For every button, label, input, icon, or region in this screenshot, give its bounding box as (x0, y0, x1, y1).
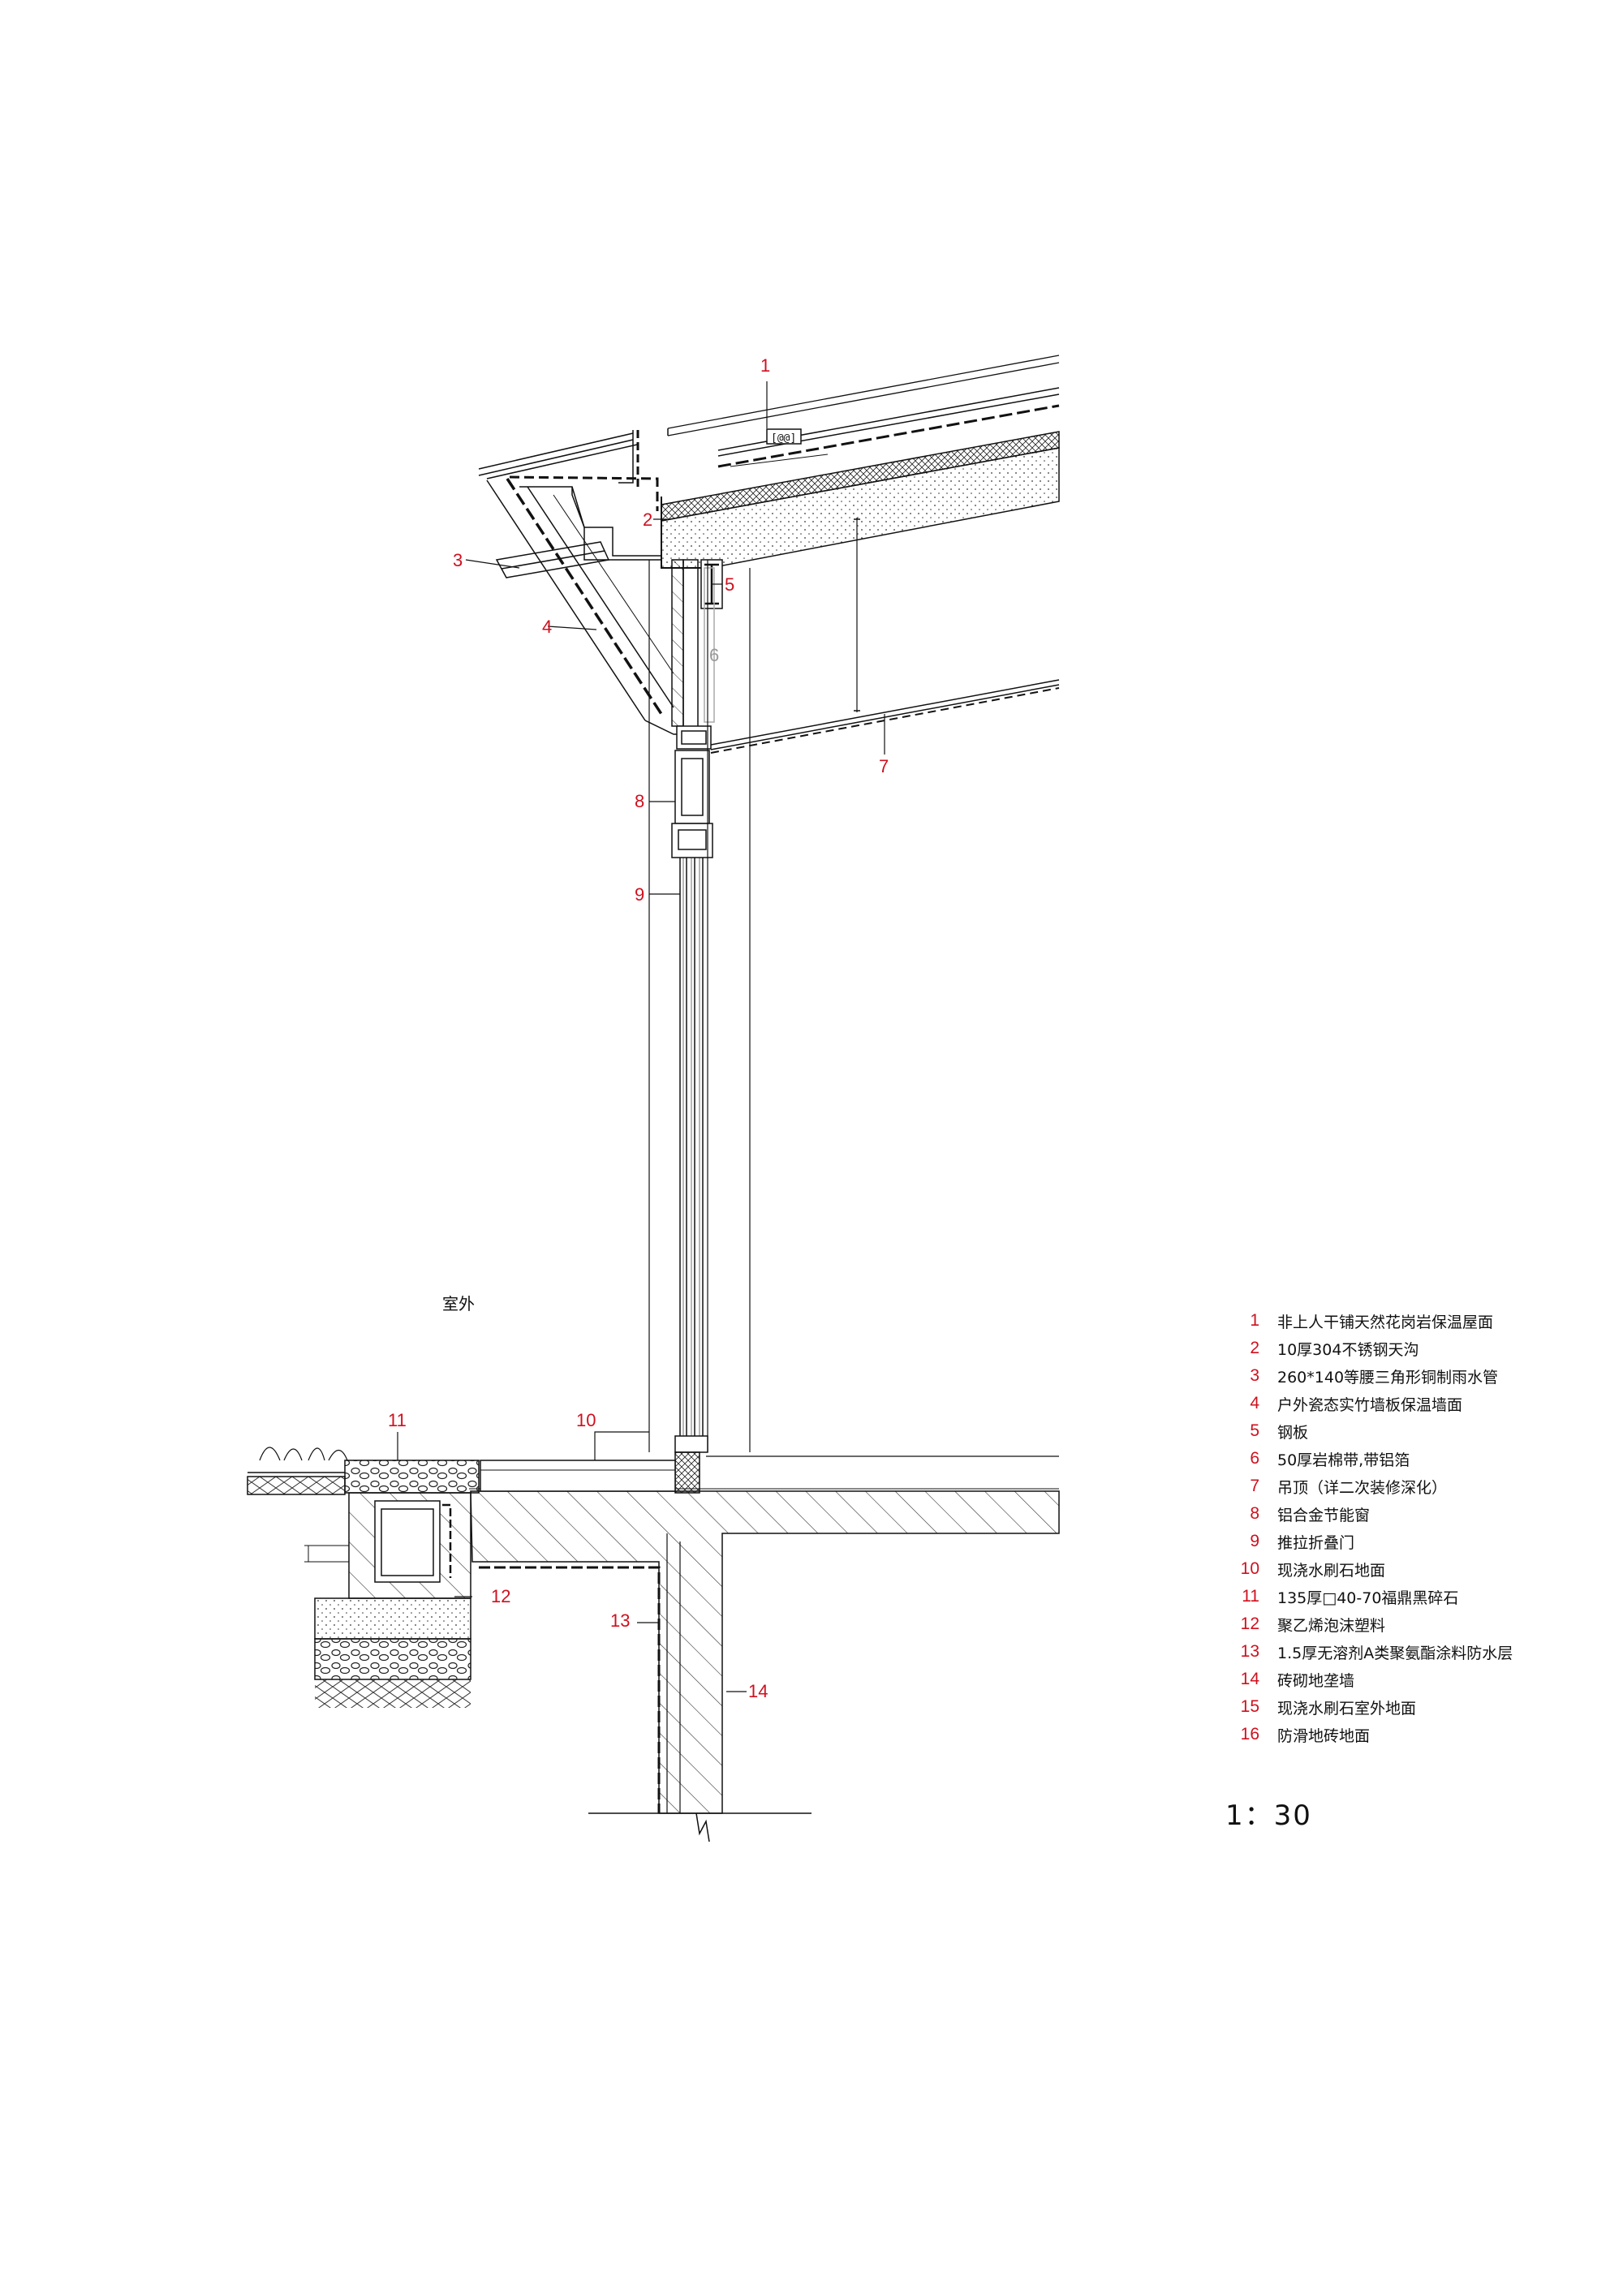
callout-numbers: 1 2 3 4 5 6 7 8 9 10 11 12 13 14 (388, 355, 889, 1701)
steel-plate-and-insulation (671, 559, 723, 750)
legend-text: 吊顶（详二次装修深化） (1277, 1478, 1448, 1497)
legend-row: 9 推拉折叠门 (1217, 1528, 1607, 1555)
legend-text: 1.5厚无溶剂A类聚氨酯涂料防水层 (1277, 1644, 1513, 1662)
legend-number: 8 (1250, 1504, 1259, 1523)
callout-12: 12 (491, 1586, 510, 1606)
legend-number: 2 (1250, 1339, 1259, 1357)
legend-number: 12 (1240, 1615, 1259, 1633)
legend-row: 7 吊顶（详二次装修深化） (1217, 1473, 1607, 1500)
legend-row: 15 现浇水刷石室外地面 (1217, 1693, 1607, 1721)
legend-row: 5 钢板 (1217, 1417, 1607, 1445)
legend-text: 现浇水刷石室外地面 (1277, 1699, 1417, 1718)
legend-text: 260*140等腰三角形铜制雨水管 (1277, 1368, 1499, 1387)
legend-row: 8 铝合金节能窗 (1217, 1500, 1607, 1528)
legend-row: 2 10厚304不锈钢天沟 (1217, 1335, 1607, 1362)
roof-assembly: [@@] (661, 355, 1060, 569)
callout-8: 8 (635, 791, 644, 811)
callout-3: 3 (453, 550, 463, 570)
legend-text: 非上人干铺天然花岗岩保温屋面 (1277, 1313, 1494, 1331)
legend-row: 10 现浇水刷石地面 (1217, 1555, 1607, 1583)
legend-row: 13 1.5厚无溶剂A类聚氨酯涂料防水层 (1217, 1638, 1607, 1666)
legend-number: 3 (1250, 1366, 1259, 1385)
gravel-strip-and-drain (247, 1447, 480, 1708)
legend-row: 3 260*140等腰三角形铜制雨水管 (1217, 1362, 1607, 1390)
callout-6: 6 (709, 645, 719, 665)
legend-row: 11 135厚□40-70福鼎黑碎石 (1217, 1583, 1607, 1610)
legend-text: 防滑地砖地面 (1277, 1726, 1371, 1745)
callout-13: 13 (610, 1610, 630, 1631)
legend-number: 10 (1240, 1559, 1259, 1578)
legend-number: 6 (1250, 1449, 1259, 1468)
legend-number: 14 (1240, 1670, 1259, 1688)
legend-row: 4 户外瓷态实竹墙板保温墙面 (1217, 1390, 1607, 1417)
eave-gutter (478, 430, 661, 561)
legend-text: 砖砌地垄墙 (1277, 1671, 1355, 1690)
callout-9: 9 (635, 884, 644, 905)
floor-and-foundation (469, 1455, 1060, 1842)
rain-pipe (495, 541, 610, 578)
callout-10: 10 (576, 1410, 596, 1430)
legend-number: 5 (1250, 1421, 1259, 1440)
callout-14: 14 (748, 1681, 768, 1701)
callout-2: 2 (643, 510, 652, 530)
legend-text: 铝合金节能窗 (1277, 1506, 1371, 1524)
legend-row: 12 聚乙烯泡沫塑料 (1217, 1610, 1607, 1638)
legend-number: 9 (1250, 1532, 1259, 1550)
legend-text: 10厚304不锈钢天沟 (1277, 1340, 1419, 1359)
callout-1: 1 (760, 355, 770, 376)
window-and-door (648, 560, 751, 1494)
legend-number: 1 (1250, 1311, 1259, 1330)
legend-number: 11 (1242, 1587, 1259, 1606)
legend-row: 6 50厚岩棉带,带铝箔 (1217, 1445, 1607, 1473)
callout-7: 7 (879, 756, 889, 776)
legend-text: 现浇水刷石地面 (1277, 1561, 1386, 1580)
sloped-wall-panel (486, 478, 706, 735)
legend-row: 16 防滑地砖地面 (1217, 1721, 1607, 1748)
legend-text: 推拉折叠门 (1277, 1533, 1355, 1552)
legend-text: 户外瓷态实竹墙板保温墙面 (1277, 1395, 1463, 1414)
legend-text: 聚乙烯泡沫塑料 (1277, 1616, 1386, 1635)
scale-label: 1：30 (1225, 1799, 1312, 1832)
legend-row: 1 非上人干铺天然花岗岩保温屋面 (1217, 1307, 1607, 1335)
callout-4: 4 (542, 617, 552, 637)
room-label-exterior: 室外 (442, 1294, 475, 1314)
legend-number: 16 (1240, 1725, 1259, 1743)
legend-text: 135厚□40-70福鼎黑碎石 (1277, 1589, 1459, 1607)
callout-11: 11 (388, 1410, 407, 1430)
leader-lines (397, 381, 885, 1692)
legend-number: 7 (1250, 1477, 1259, 1495)
legend: 1 非上人干铺天然花岗岩保温屋面 2 10厚304不锈钢天沟 3 260*140等腰三角形… (1217, 1307, 1607, 1748)
legend-number: 15 (1240, 1697, 1259, 1716)
callout-5: 5 (725, 574, 734, 595)
legend-text: 钢板 (1277, 1423, 1309, 1442)
svg-text:[@@]: [@@] (771, 432, 796, 445)
ceiling (710, 518, 1060, 754)
legend-number: 13 (1240, 1642, 1259, 1661)
legend-row: 14 砖砌地垄墙 (1217, 1666, 1607, 1693)
legend-text: 50厚岩棉带,带铝箔 (1277, 1451, 1410, 1469)
legend-number: 4 (1250, 1394, 1259, 1412)
